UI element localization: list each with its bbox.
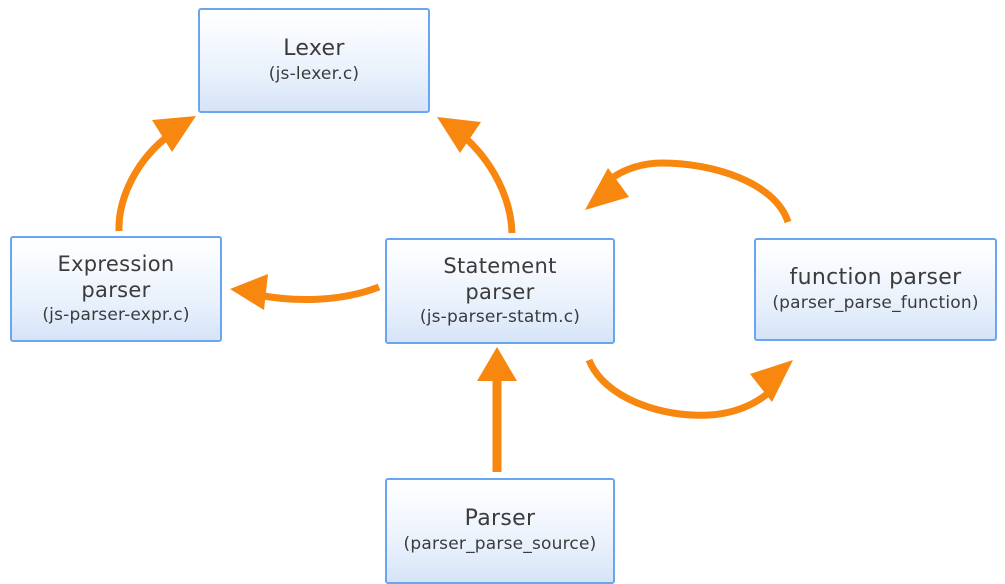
node-parser-subtitle: (parser_parse_source)	[403, 534, 597, 554]
edge-function-parser-to-statement-parser	[585, 159, 792, 224]
edge-statement-parser-to-expression-parser	[230, 274, 381, 310]
node-lexer-subtitle: (js-lexer.c)	[268, 63, 360, 84]
node-expression-parser-subtitle: (js-parser-expr.c)	[42, 305, 190, 325]
edge-expression-parser-to-lexer	[115, 116, 196, 232]
node-statement-parser-subtitle: (js-parser-statm.c)	[419, 307, 581, 327]
node-lexer[interactable]: Lexer (js-lexer.c)	[198, 8, 430, 113]
edge-statement-parser-to-lexer	[437, 117, 516, 234]
node-parser-title: Parser	[464, 506, 536, 531]
node-statement-parser-title: Statement parser	[443, 254, 557, 304]
node-function-parser-title: function parser	[789, 264, 962, 290]
node-expression-parser-title: Expression parser	[57, 252, 175, 302]
node-function-parser-subtitle: (parser_parse_function)	[772, 292, 979, 313]
node-statement-parser[interactable]: Statement parser (js-parser-statm.c)	[385, 238, 615, 344]
node-lexer-title: Lexer	[283, 35, 345, 61]
node-function-parser[interactable]: function parser (parser_parse_function)	[754, 238, 997, 341]
edge-statement-parser-to-function-parser	[585, 358, 793, 419]
edge-parser-to-statement-parser	[477, 347, 517, 472]
node-parser[interactable]: Parser (parser_parse_source)	[385, 478, 615, 584]
node-expression-parser[interactable]: Expression parser (js-parser-expr.c)	[10, 236, 222, 342]
